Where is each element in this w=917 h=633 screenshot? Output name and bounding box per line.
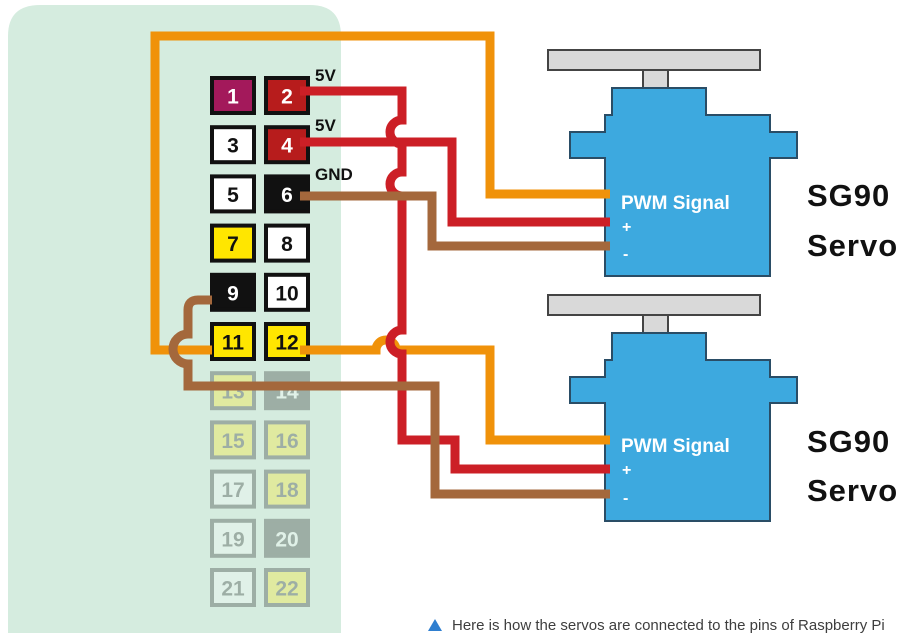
wire-power-bottom [300, 86, 610, 474]
pin-19 [214, 522, 252, 554]
pin6-ground-label: GND [315, 165, 353, 184]
servo1-name-line1: SG90 [807, 178, 890, 213]
pin-row: 11 12 [210, 322, 310, 361]
pin-16 [268, 424, 306, 456]
pin-frame [264, 420, 310, 460]
servo-body [569, 332, 798, 522]
servo2-minus-label: - [623, 490, 628, 507]
pin-21 [214, 572, 252, 603]
pin-frame [210, 420, 256, 460]
pin-5 [214, 178, 252, 210]
pin-2 [268, 80, 306, 111]
pin-number-label: 20 [275, 528, 298, 551]
pin-number-label: 7 [227, 233, 239, 256]
pin-frame [210, 518, 256, 558]
pin-row: 9 10 [210, 272, 310, 312]
pin-number-label: 2 [281, 86, 293, 109]
servo2-signal-label: PWM Signal [621, 436, 730, 457]
pin-17 [214, 473, 252, 505]
wire-ground-top [300, 191, 610, 251]
pin-number-label: 15 [221, 430, 245, 453]
servo-shapes [547, 49, 798, 522]
pin-11 [214, 326, 252, 357]
pin-frame [264, 469, 310, 509]
pin-20 [268, 522, 306, 554]
pin-14 [268, 375, 306, 407]
servo1-signal-label: PWM Signal [621, 193, 730, 214]
pin-number-label: 19 [221, 528, 244, 551]
pin-10 [268, 276, 306, 308]
pin-number-label: 1 [227, 86, 239, 109]
servo1-name-line2: Servo [807, 228, 898, 263]
servo-horn [547, 294, 761, 316]
pin-4 [268, 129, 306, 161]
pin-number-label: 16 [275, 430, 298, 453]
servo1-plus-label: + [622, 219, 631, 236]
pin-8 [268, 227, 306, 259]
pin-frame [264, 371, 310, 411]
pin-6 [268, 178, 306, 210]
pin2-voltage-label: 5V [315, 66, 336, 85]
pin-22 [268, 572, 306, 603]
pin-number-label: 5 [227, 184, 239, 207]
caption-triangle-icon [428, 619, 442, 631]
servo-shaft [642, 69, 669, 89]
servo-horn [547, 49, 761, 71]
servo-body [569, 87, 798, 277]
figure-caption: Here is how the servos are connected to … [428, 618, 917, 633]
pin-number-label: 9 [227, 282, 239, 305]
pin-frame [264, 518, 310, 558]
pin-1 [214, 80, 252, 111]
servo2-plus-label: + [622, 462, 631, 479]
pin-frame [210, 568, 256, 607]
raspberry-pi-board [8, 5, 341, 633]
pin-number-label: 17 [221, 479, 244, 502]
pin-number-label: 12 [275, 332, 298, 355]
servo2-name-line1: SG90 [807, 424, 890, 459]
pin-number-label: 6 [281, 184, 293, 207]
pin-15 [214, 424, 252, 456]
pin-13 [214, 375, 252, 407]
servo2-name-line2: Servo [807, 473, 898, 508]
wire-signal-top [150, 31, 610, 355]
wire-power-top [300, 137, 610, 227]
pin-number-label: 3 [227, 135, 239, 158]
pin-3 [214, 129, 252, 161]
pin-number-label: 21 [221, 578, 245, 601]
servo1-minus-label: - [623, 246, 628, 263]
pin-frame [210, 371, 256, 411]
pin-number-label: 18 [275, 479, 299, 502]
pin-frame [210, 469, 256, 509]
pin-number-label: 4 [281, 135, 293, 158]
pin-18 [268, 473, 306, 505]
pin-frame [264, 568, 310, 607]
pin4-voltage-label: 5V [315, 116, 336, 135]
servo-motor [547, 49, 798, 277]
pin-12 [268, 326, 306, 357]
pin-number-label: 22 [275, 578, 298, 601]
wire-ground-bottom [168, 295, 610, 499]
pin-number-label: 11 [222, 332, 245, 355]
pin-row: 21 22 [210, 568, 310, 607]
pin-7 [214, 227, 252, 259]
pin-9 [214, 276, 252, 308]
servo-shaft [642, 314, 669, 334]
wires [150, 31, 610, 499]
servo-motor [547, 294, 798, 522]
caption-text: Here is how the servos are connected to … [452, 618, 885, 633]
pin-number-label: 10 [275, 282, 298, 305]
pin-number-label: 8 [281, 233, 293, 256]
